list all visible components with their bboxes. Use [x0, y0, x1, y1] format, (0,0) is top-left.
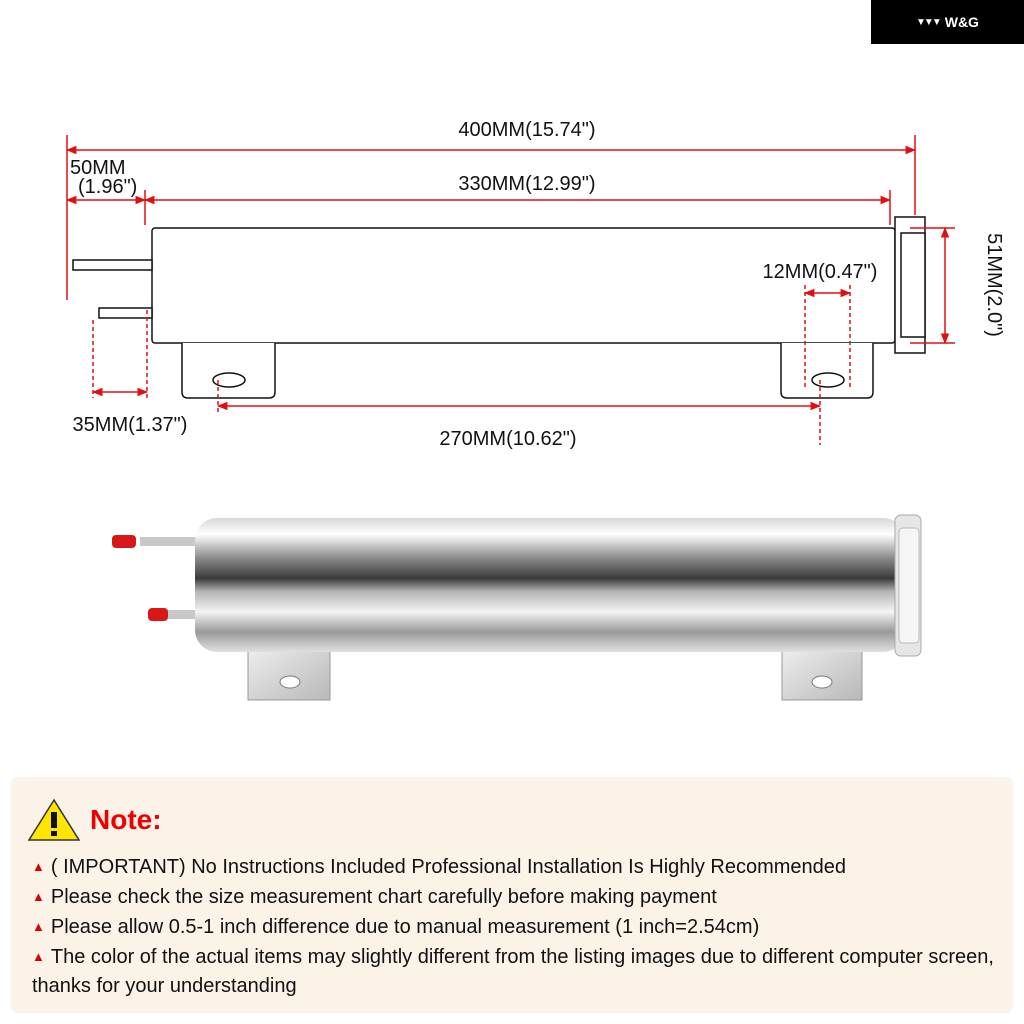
note-item: ▲ ( IMPORTANT) No Instructions Included P…	[32, 852, 1007, 882]
body-length-label: 330MM(12.99")	[458, 173, 595, 195]
note-text: Please check the size measurement chart …	[50, 886, 717, 908]
overall-length-label: 400MM(15.74")	[458, 119, 595, 141]
diameter-label: 51MM(2.0")	[983, 233, 1005, 337]
inlet-offset-in-label: (1.96")	[78, 176, 137, 198]
brand-triangles-icon: ▼▼▼	[916, 16, 942, 28]
warning-icon	[28, 798, 80, 841]
product-photo	[112, 514, 922, 701]
brand-name: W&G	[944, 14, 979, 30]
red-triangle-icon: ▲	[32, 919, 45, 934]
slot-width-label: 12MM(0.47")	[763, 261, 878, 283]
note-title: Note:	[90, 804, 162, 835]
bracket-spacing-label: 270MM(10.62")	[439, 428, 576, 450]
dimension-diagram: 400MM(15.74") 50MM (1.96") 330MM(12.99")…	[65, 119, 1005, 701]
note-item: ▲The color of the actual items may sligh…	[32, 942, 1007, 1001]
note-text: ( IMPORTANT) No Instructions Included Pr…	[50, 856, 847, 878]
red-triangle-icon: ▲	[32, 949, 45, 964]
note-item: ▲ Please check the size measurement chart…	[32, 882, 1007, 912]
note-text: The color of the actual items may slight…	[32, 946, 994, 997]
tank-outline	[72, 216, 926, 399]
pipe-spacing-label: 35MM(1.37")	[73, 414, 188, 436]
inlet-offset-mm-label: 50MM	[70, 157, 126, 179]
note-item: ▲ Please allow 0.5-1 inch difference due …	[32, 912, 1007, 942]
note-list: ▲ ( IMPORTANT) No Instructions Included P…	[32, 852, 1007, 1001]
brand-logo: ▼▼▼ W&G	[871, 0, 1024, 44]
note-text: Please allow 0.5-1 inch difference due t…	[50, 916, 760, 938]
note-panel: Note: ▲ ( IMPORTANT) No Instructions Incl…	[12, 778, 1012, 1012]
red-triangle-icon: ▲	[32, 889, 45, 904]
red-triangle-icon: ▲	[32, 859, 45, 874]
